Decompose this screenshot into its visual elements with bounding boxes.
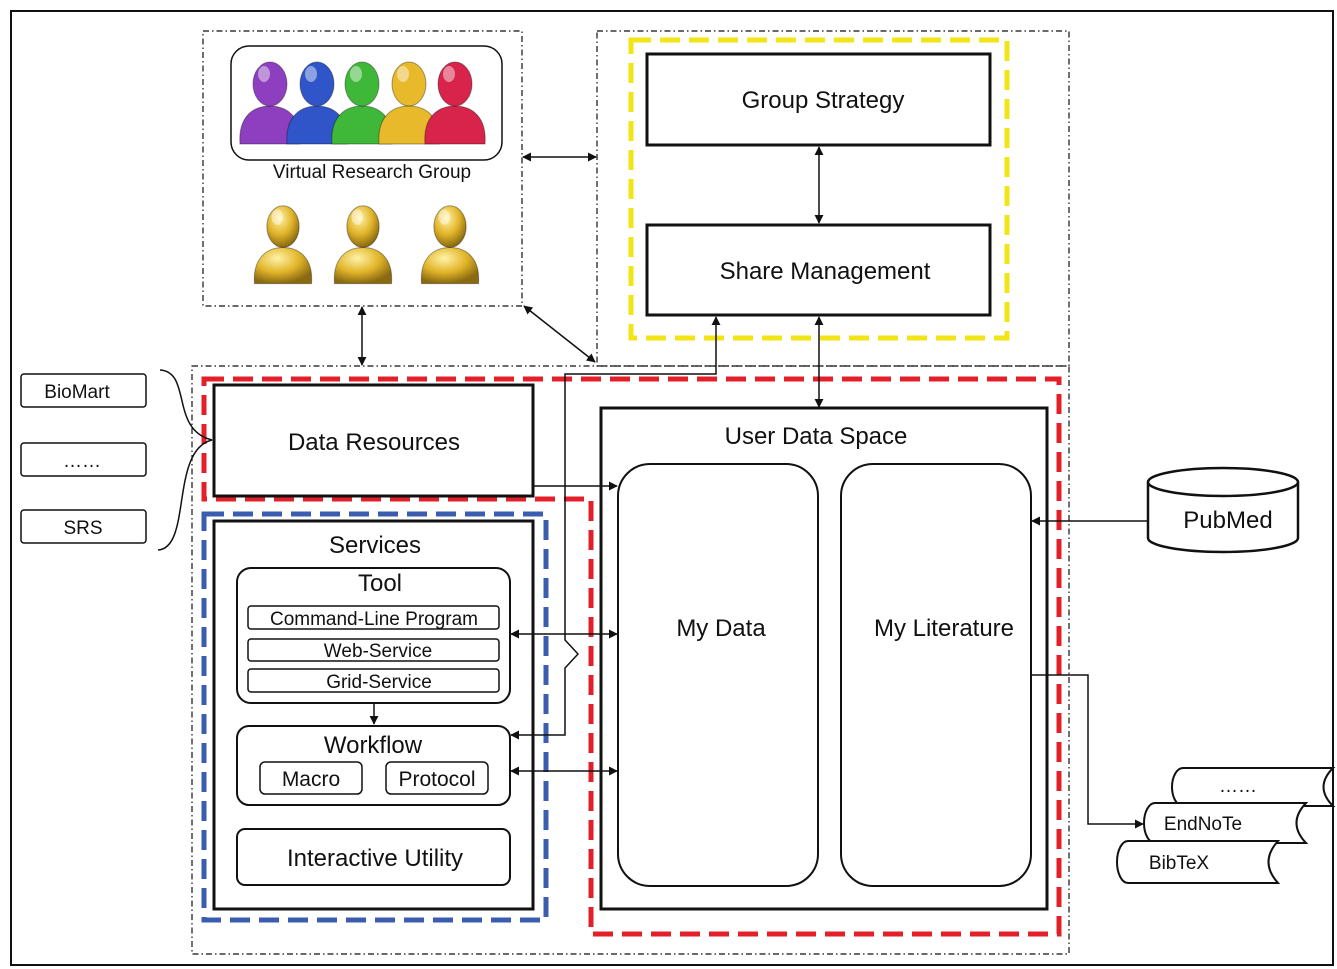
tool-title: Tool xyxy=(358,570,402,597)
arrow-literature-formats xyxy=(1032,674,1144,829)
workflow-item-macro: Macro xyxy=(282,768,340,791)
my-data-label: My Data xyxy=(676,615,766,642)
format-more: …… xyxy=(1219,776,1257,797)
format-endnote: EndNoTe xyxy=(1164,814,1242,835)
group-avatars xyxy=(239,61,486,145)
my-data-box xyxy=(617,463,819,887)
platform-container xyxy=(191,365,1070,955)
user-data-space-title: User Data Space xyxy=(725,423,908,450)
pubmed-cylinder-top xyxy=(1146,466,1300,498)
source-more: …… xyxy=(63,451,101,472)
workflow-title: Workflow xyxy=(324,732,423,759)
external-source-list: BioMart …… SRS xyxy=(20,369,213,551)
connectors xyxy=(357,146,1148,829)
tool-item-box xyxy=(247,605,500,630)
source-box-more xyxy=(20,442,147,477)
tool-item-box xyxy=(247,668,500,693)
person-icon xyxy=(253,205,313,285)
source-box-srs xyxy=(20,509,147,544)
sources-brace xyxy=(157,369,213,551)
group-strategy-label: Group Strategy xyxy=(742,87,905,114)
format-bibtex: BibTeX xyxy=(1149,853,1210,874)
source-biomart: BioMart xyxy=(44,382,110,403)
data-resources-box xyxy=(212,383,535,498)
scroll-bibtex xyxy=(1116,840,1281,884)
group-caption: Virtual Research Group xyxy=(273,162,471,183)
person-icon xyxy=(333,205,393,285)
tool-item-box xyxy=(247,638,500,662)
yellow-dashed-region xyxy=(628,37,1010,341)
interactive-utility-box xyxy=(236,828,511,886)
workflow-item-box xyxy=(385,761,489,795)
services-title: Services xyxy=(329,532,421,559)
person-icon xyxy=(378,61,440,145)
workflow-item-protocol: Protocol xyxy=(398,768,475,791)
source-box-biomart xyxy=(20,373,147,408)
arrow-group-diagonal xyxy=(523,305,596,363)
workflow-item-box xyxy=(259,761,363,795)
reference-format-stack: …… EndNoTe BibTeX xyxy=(1116,767,1336,884)
blue-dashed-region xyxy=(201,511,549,923)
tool-item-grid-service: Grid-Service xyxy=(326,672,432,693)
pubmed-cylinder-body xyxy=(1146,482,1300,554)
strategy-container xyxy=(596,30,1070,367)
group-strategy-box xyxy=(645,52,992,147)
member-avatars xyxy=(253,205,480,285)
person-icon xyxy=(420,205,480,285)
share-management-box xyxy=(645,223,992,317)
tool-item-command-line: Command-Line Program xyxy=(270,609,478,630)
arrow-workflow-share xyxy=(510,316,721,740)
data-resources-label: Data Resources xyxy=(288,429,460,456)
virtual-research-group: Virtual Research Group xyxy=(230,45,503,285)
my-literature-label: My Literature xyxy=(874,615,1014,642)
interactive-utility-label: Interactive Utility xyxy=(287,845,463,872)
person-icon xyxy=(331,61,393,145)
source-srs: SRS xyxy=(63,518,102,539)
outer-frame xyxy=(10,10,1334,966)
red-dashed-region xyxy=(201,376,1062,937)
tool-item-web-service: Web-Service xyxy=(324,641,432,662)
pubmed-label: PubMed xyxy=(1183,507,1272,534)
pubmed-database: PubMed xyxy=(1146,466,1300,554)
share-management-label: Share Management xyxy=(720,258,931,285)
my-literature-box xyxy=(840,463,1032,887)
person-icon xyxy=(424,61,486,145)
